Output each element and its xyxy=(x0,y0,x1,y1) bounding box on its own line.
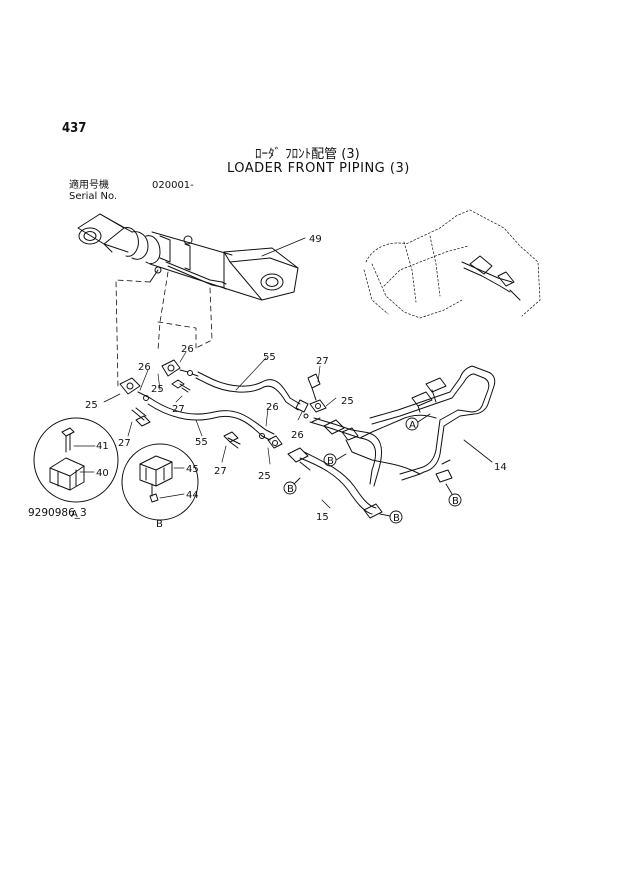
detail-a-circle xyxy=(33,417,119,503)
hose-assembly xyxy=(119,359,327,449)
callout-40: 40 xyxy=(96,468,109,479)
ref-b-4: B xyxy=(452,496,459,507)
callout-25-upper: 25 xyxy=(151,384,164,395)
callout-27-right: 27 xyxy=(316,356,329,367)
serial-range: 020001- xyxy=(152,180,194,191)
ref-b-3: B xyxy=(393,513,400,524)
callout-leaders xyxy=(103,351,337,465)
callout-26-middle: 26 xyxy=(266,402,279,413)
detail-b-circle xyxy=(121,443,199,521)
tube-assembly xyxy=(287,365,496,519)
machine-overview xyxy=(363,209,541,319)
serial-label-japanese: 適用号機 xyxy=(69,180,109,191)
ref-b-2: B xyxy=(287,484,294,495)
title-japanese: ﾛｰﾀﾞ ﾌﾛﾝﾄ配管 (3) xyxy=(255,147,360,162)
loader-cylinder xyxy=(77,213,306,301)
callout-26-right: 26 xyxy=(291,430,304,441)
callout-27-bottom: 27 xyxy=(214,466,227,477)
detail-b-label: B xyxy=(156,519,163,530)
connection-guide-lines xyxy=(115,271,213,389)
callout-25-right: 25 xyxy=(341,396,354,407)
ref-a-1: A xyxy=(409,420,416,431)
callout-41: 41 xyxy=(96,441,109,452)
serial-label-english: Serial No. xyxy=(69,191,118,202)
callout-25-left: 25 xyxy=(85,400,98,411)
callout-45: 45 xyxy=(186,464,199,475)
machine-overview-highlight xyxy=(461,255,521,301)
callout-55-lower: 55 xyxy=(195,437,208,448)
callout-26-left: 26 xyxy=(138,362,151,373)
callout-25-bottom: 25 xyxy=(258,471,271,482)
title-english: LOADER FRONT PIPING (3) xyxy=(227,161,410,176)
callout-27-upper: 27 xyxy=(172,404,185,415)
callout-27-left: 27 xyxy=(118,438,131,449)
drawing-number: 9290986_3 xyxy=(28,507,87,519)
page-number: 437 xyxy=(62,121,87,136)
ref-b-1: B xyxy=(327,456,334,467)
callout-26-upper: 26 xyxy=(181,344,194,355)
callout-14: 14 xyxy=(494,462,507,473)
callout-49: 49 xyxy=(309,234,322,245)
callout-55-upper: 55 xyxy=(263,352,276,363)
callout-44: 44 xyxy=(186,490,199,501)
callout-15: 15 xyxy=(316,512,329,523)
detail-a-label: A xyxy=(71,509,78,520)
reference-circles xyxy=(283,413,462,524)
callout-labels: 49 55 55 26 26 26 25 25 25 25 27 27 27 2… xyxy=(71,234,507,530)
